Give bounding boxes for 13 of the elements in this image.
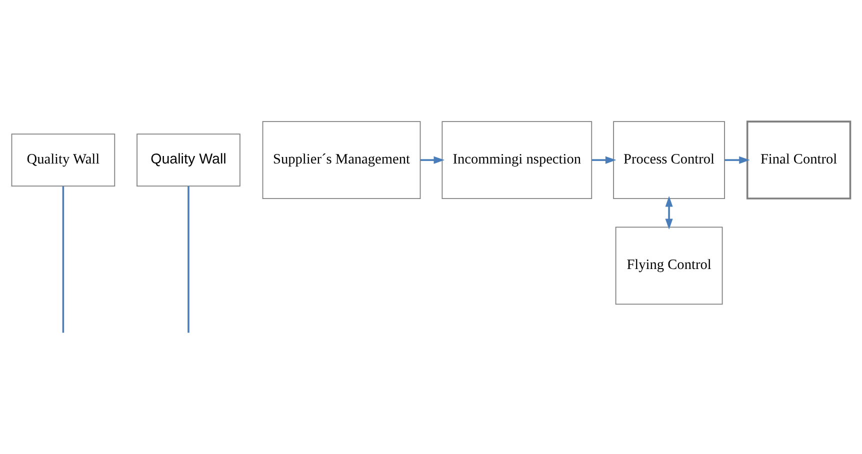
connector [188, 186, 190, 332]
arrow [724, 156, 750, 164]
arrow [592, 156, 616, 164]
connector [62, 186, 64, 332]
node-box: Incommingi nspection [442, 120, 592, 198]
node-box: Supplier´s Management [262, 120, 421, 198]
node-box: Quality Wall [136, 133, 240, 186]
arrow [665, 196, 673, 230]
node-box: Process Control [613, 120, 725, 198]
node-box: Final Control [746, 120, 852, 199]
node-box: Quality Wall [11, 133, 116, 186]
node-box: Flying Control [615, 226, 723, 304]
arrow [420, 156, 445, 164]
